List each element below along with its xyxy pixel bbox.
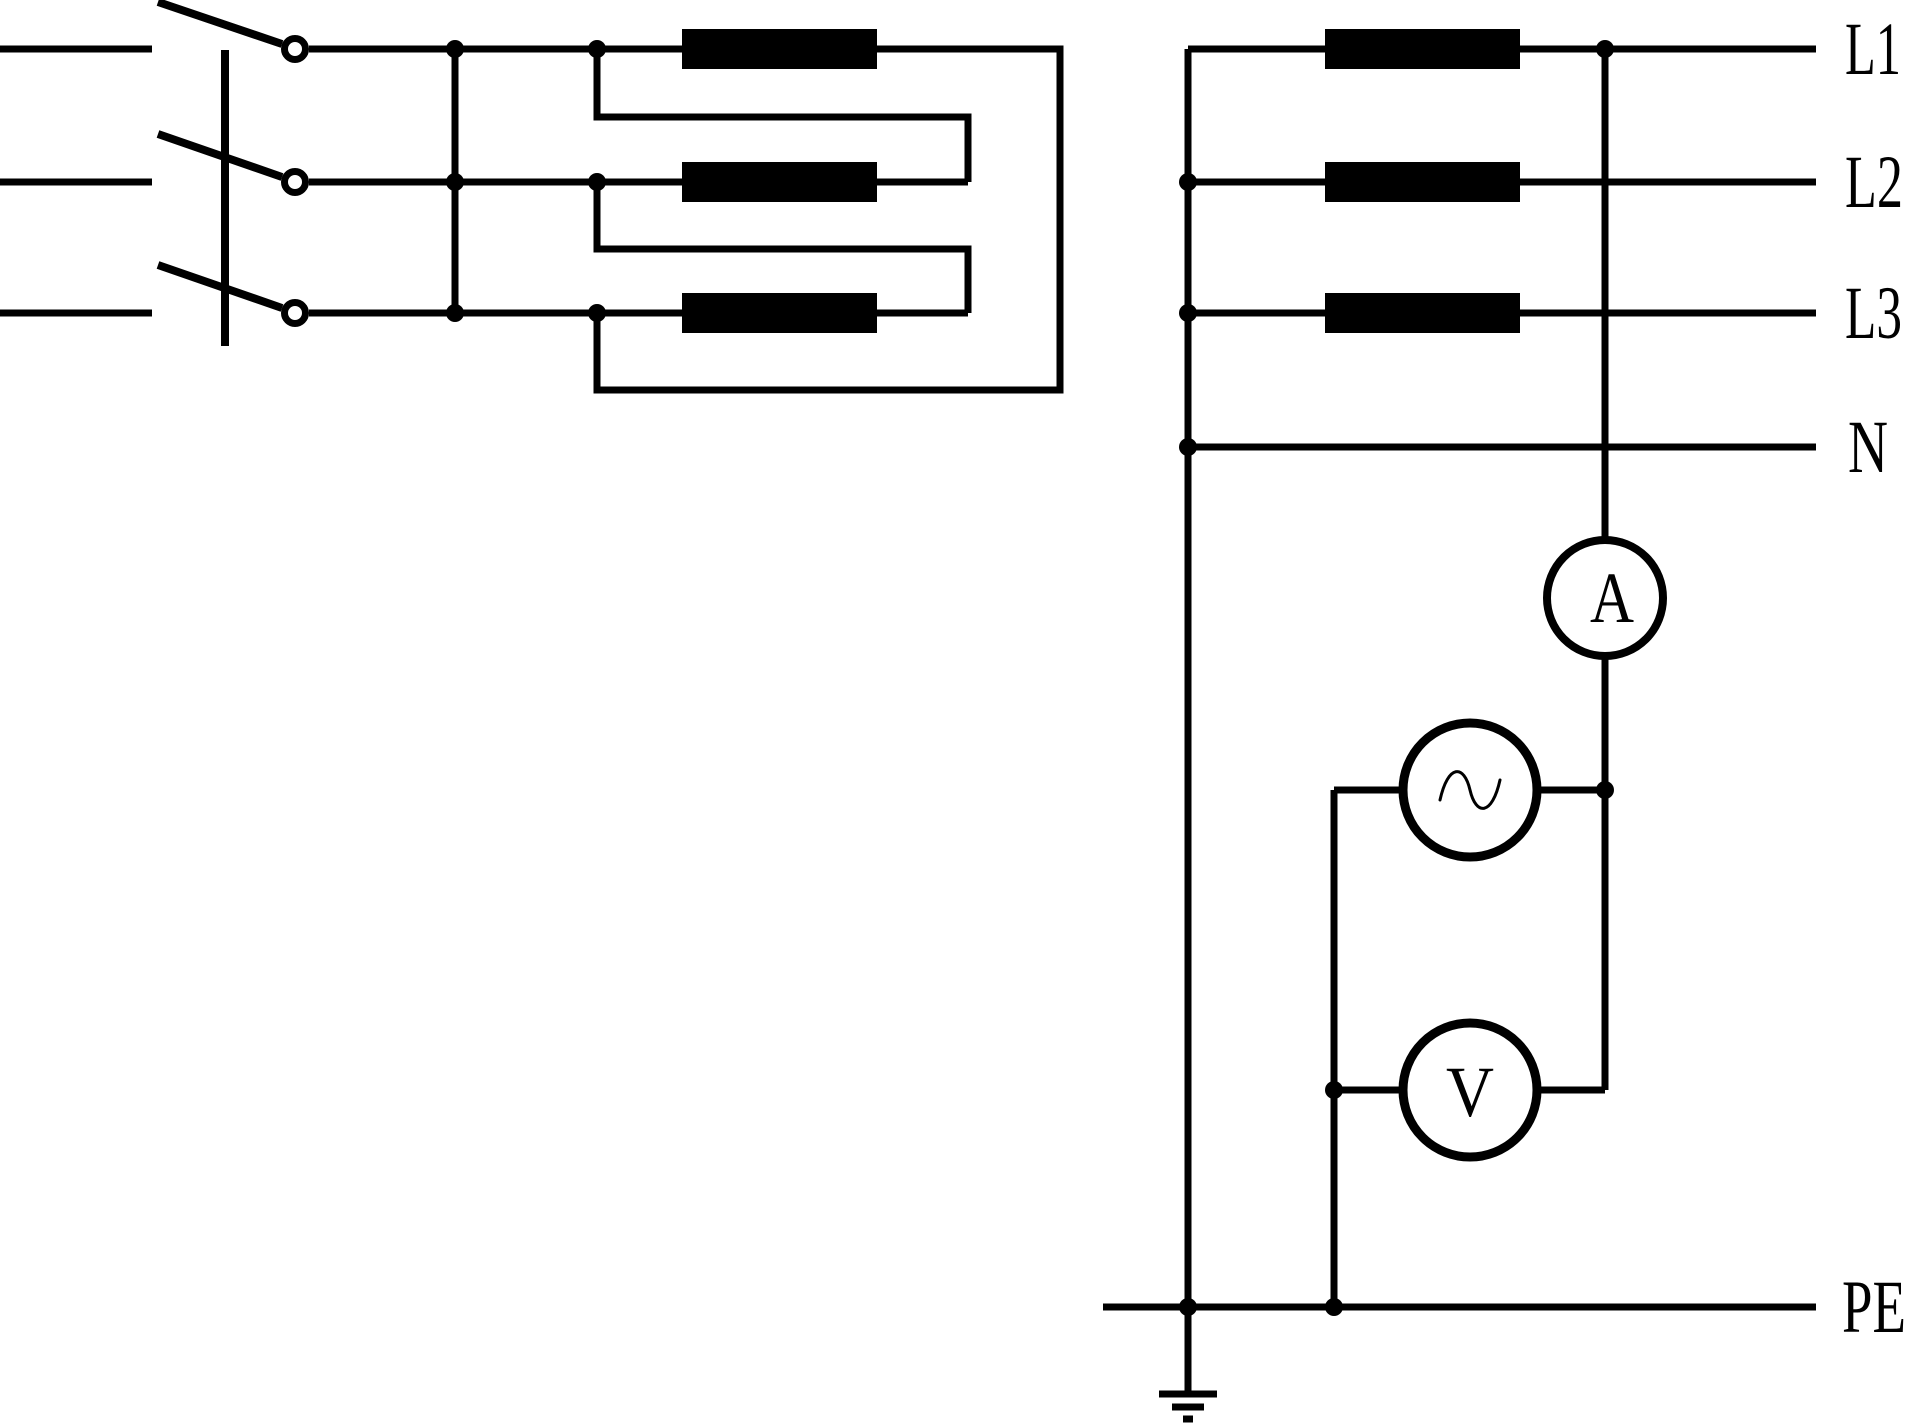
pe-earth-group bbox=[1103, 1303, 1816, 1423]
label-n: N bbox=[1848, 406, 1888, 489]
junction-dot bbox=[588, 173, 606, 191]
switch-blade-2 bbox=[156, 130, 284, 181]
label-l2: L2 bbox=[1845, 141, 1903, 224]
switch-contact-3 bbox=[281, 299, 309, 327]
fuse-icon-left-1 bbox=[682, 29, 877, 69]
terminal-labels: L1 L2 L3 N PE bbox=[1842, 8, 1906, 1349]
fuse-icon-left-2 bbox=[682, 162, 877, 202]
junction-dot bbox=[1325, 1298, 1343, 1316]
junction-dot bbox=[1325, 1081, 1343, 1099]
left-fuse-group bbox=[593, 29, 1064, 394]
loop-wire-1 bbox=[593, 49, 972, 182]
label-l3: L3 bbox=[1845, 272, 1902, 355]
switch-blade-3 bbox=[156, 261, 284, 312]
junction-dot bbox=[1179, 304, 1197, 322]
fuse-icon-left-3 bbox=[682, 293, 877, 333]
label-l1: L1 bbox=[1845, 8, 1901, 91]
junction-dots bbox=[446, 40, 1614, 1316]
label-pe: PE bbox=[1842, 1266, 1906, 1349]
junction-dot bbox=[446, 173, 464, 191]
junction-dot bbox=[446, 304, 464, 322]
junction-dot bbox=[1179, 1298, 1197, 1316]
junction-dot bbox=[1179, 438, 1197, 456]
switch-contact-2 bbox=[281, 168, 309, 196]
junction-dot bbox=[446, 40, 464, 58]
right-distribution-block bbox=[1184, 29, 1816, 1392]
measuring-branch: A V bbox=[1330, 49, 1667, 1307]
ammeter-icon bbox=[1543, 536, 1667, 660]
switch-contact-1 bbox=[281, 35, 309, 63]
voltmeter-icon bbox=[1398, 1018, 1542, 1162]
left-feeders bbox=[309, 45, 682, 317]
incoming-lines bbox=[0, 45, 152, 317]
switch-blade-1 bbox=[156, 0, 284, 48]
junction-dot bbox=[588, 304, 606, 322]
ammeter-label: A bbox=[1590, 558, 1634, 638]
loop-wire-outer bbox=[593, 45, 1064, 394]
junction-dot bbox=[1596, 781, 1614, 799]
loop-wire-2 bbox=[593, 182, 972, 313]
junction-dot bbox=[1179, 173, 1197, 191]
sine-wave-icon bbox=[1438, 770, 1502, 810]
fuse-icon-right-2 bbox=[1325, 162, 1520, 202]
junction-dot bbox=[1596, 40, 1614, 58]
fuse-icon-right-3 bbox=[1325, 293, 1520, 333]
voltmeter-label: V bbox=[1446, 1052, 1494, 1132]
three-pole-switch-icon bbox=[156, 0, 309, 346]
junction-dot bbox=[588, 40, 606, 58]
fuse-icon-right-1 bbox=[1325, 29, 1520, 69]
